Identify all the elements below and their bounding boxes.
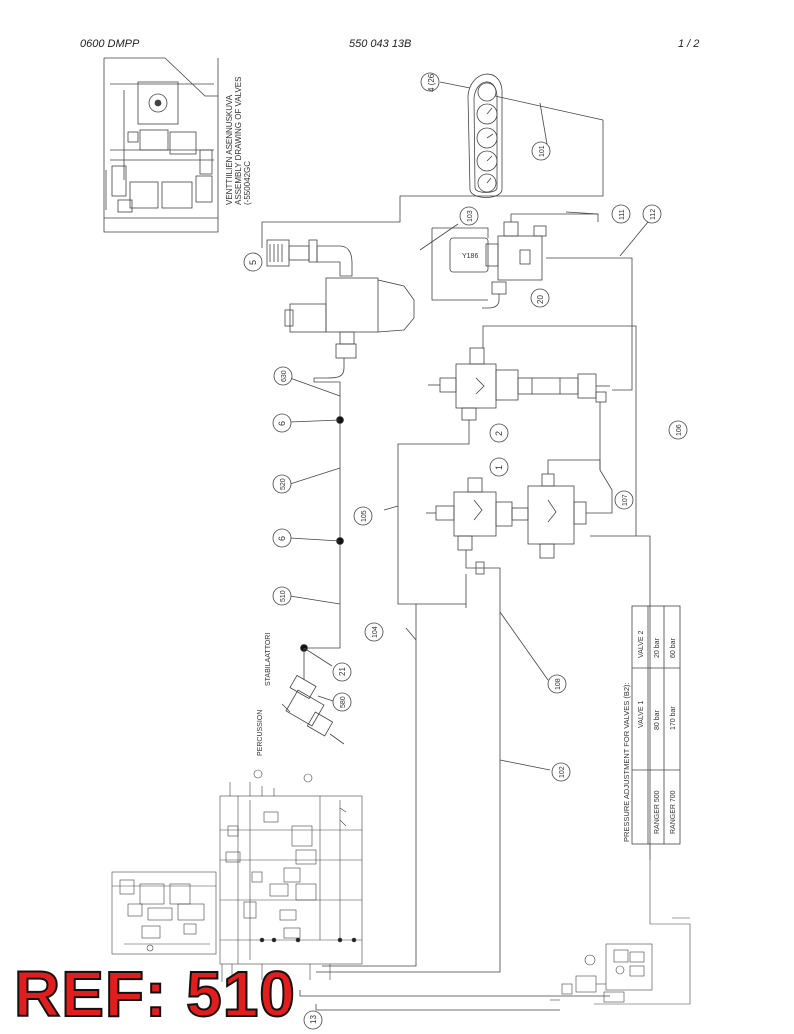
table-col-valve2: VALVE 2 [638, 631, 645, 658]
header-page-number: 1 / 2 [678, 38, 700, 50]
svg-text:1: 1 [494, 465, 504, 470]
callout-112: 112 [642, 204, 662, 224]
valve-5-assembly [266, 239, 415, 379]
pump-tank-assembly [550, 860, 691, 1005]
callout-104: 104 [364, 622, 384, 642]
callout-510: 510 [272, 586, 292, 606]
svg-text:112: 112 [650, 209, 657, 220]
ref-badge: REF: 510 [13, 958, 296, 1030]
callout-106: 106 [668, 420, 688, 440]
stabilaattori-label: STABILAATTORI [265, 633, 272, 686]
assembly-note-fi: VENTTIILIEN ASENNUSKUVA [225, 94, 234, 205]
valve-1-assembly [426, 473, 587, 575]
stabilizer-valve [281, 648, 345, 745]
callout-107: 107 [614, 490, 634, 510]
svg-text:520: 520 [280, 478, 287, 490]
callout-2: 2 [489, 423, 509, 443]
table-row-valve1: 80 bar [654, 709, 661, 730]
callout-630: 630 [273, 366, 293, 386]
valve-2-assembly [428, 347, 610, 430]
table-row-valve2: 20 bar [654, 637, 661, 658]
header-drawing-number: 550 043 13B [349, 38, 412, 50]
callout-103: 103 [459, 206, 479, 226]
control-sub-block [111, 871, 217, 955]
valve-20-assembly [449, 214, 547, 309]
svg-text:21: 21 [338, 667, 347, 676]
svg-text:580: 580 [340, 696, 347, 708]
pressure-adjustment-table: PRESSURE ADJUSTMENT FOR VALVES (B2): VAL… [622, 605, 681, 845]
hydraulic-schematic-block [219, 769, 363, 982]
svg-text:5: 5 [248, 260, 258, 265]
svg-text:101: 101 [539, 145, 546, 157]
assembly-note-code: (-550042GC [243, 161, 252, 205]
table-row-valve1: 170 bar [670, 706, 677, 730]
table-col-valve1: VALVE 1 [638, 701, 645, 728]
svg-text:2: 2 [494, 431, 504, 436]
svg-text:4 (26: 4 (26 [427, 73, 436, 92]
svg-text:105: 105 [361, 510, 368, 522]
svg-text:6: 6 [277, 536, 287, 541]
assembly-detail-drawing [103, 57, 219, 233]
svg-text:108: 108 [555, 678, 562, 690]
callout-13: 13 [303, 1010, 323, 1030]
table-row-valve2: 60 bar [670, 637, 677, 658]
callout-20: 20 [530, 288, 550, 308]
callout-108: 108 [547, 674, 567, 694]
callout-101: 101 [531, 141, 551, 161]
svg-text:107: 107 [622, 494, 629, 506]
svg-text:20: 20 [536, 295, 545, 304]
percussion-label: PERCUSSION [257, 710, 264, 756]
svg-text:6: 6 [277, 421, 287, 426]
svg-text:510: 510 [280, 590, 287, 602]
table-row-model: RANGER 500 [654, 790, 661, 834]
callout-21: 21 [332, 662, 352, 682]
callout-520: 520 [272, 474, 292, 494]
pressure-gauge-panel [467, 73, 503, 198]
assembly-note-en: ASSEMBLY DRAWING OF VALVES [234, 77, 243, 205]
svg-text:111: 111 [619, 209, 626, 220]
svg-text:630: 630 [281, 370, 288, 382]
callout-6-upper: 6 [272, 413, 292, 433]
callout-111: 111 [611, 204, 631, 224]
callout-1: 1 [489, 457, 509, 477]
callout-102: 102 [551, 762, 571, 782]
svg-text:102: 102 [559, 766, 566, 778]
svg-text:13: 13 [309, 1015, 318, 1024]
table-row-model: RANGER 700 [670, 790, 677, 834]
svg-text:103: 103 [467, 210, 474, 222]
callout-6-lower: 6 [272, 528, 292, 548]
callout-5: 5 [243, 252, 263, 272]
svg-text:104: 104 [372, 626, 379, 638]
callout-layer: 4 (26 101 103 111 112 5 20 630 [243, 72, 688, 1030]
callout-105: 105 [353, 506, 373, 526]
table-title: PRESSURE ADJUSTMENT FOR VALVES (B2): [622, 682, 631, 842]
svg-text:106: 106 [676, 424, 683, 436]
solenoid-label-y186: Y186 [462, 253, 478, 260]
callout-4-26: 4 (26 [420, 72, 440, 92]
header-left-code: 0600 DMPP [80, 38, 140, 50]
callout-580: 580 [332, 692, 352, 712]
